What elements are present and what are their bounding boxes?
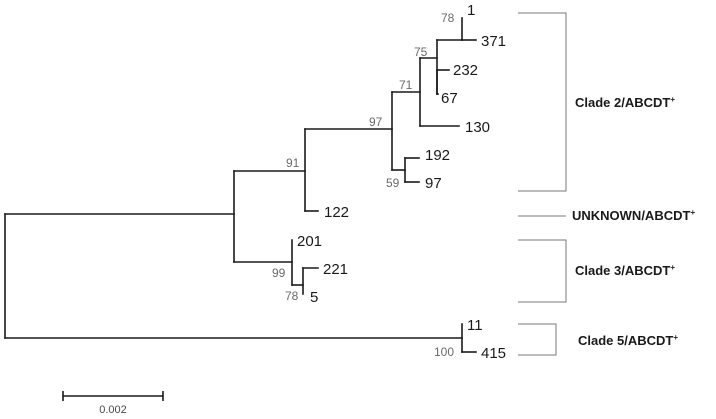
bootstrap-value: 100 xyxy=(434,345,454,359)
scale-bar-label: 0.002 xyxy=(99,404,127,416)
leaf-label-371: 371 xyxy=(481,33,506,50)
clade-label-5: Clade 5/ABCDT+ xyxy=(578,333,678,348)
leaf-label-221: 221 xyxy=(323,261,348,278)
leaf-label-201: 201 xyxy=(297,233,322,250)
clade-label-unknown: UNKNOWN/ABCDT+ xyxy=(572,208,695,223)
leaf-label-192: 192 xyxy=(425,147,450,164)
bootstrap-value: 78 xyxy=(441,11,455,25)
leaf-label-97: 97 xyxy=(425,175,442,192)
bootstrap-value: 91 xyxy=(286,156,300,170)
leaf-label-1: 1 xyxy=(467,2,475,19)
bootstrap-value: 59 xyxy=(386,176,400,190)
clade-label-2: Clade 2/ABCDT+ xyxy=(575,95,675,110)
bootstrap-value: 75 xyxy=(414,45,428,59)
tree-branches xyxy=(4,17,477,353)
clade-bracket-3 xyxy=(518,239,567,303)
clade-brackets xyxy=(518,12,567,356)
leaf-label-11: 11 xyxy=(467,317,483,334)
clade-label-3: Clade 3/ABCDT+ xyxy=(575,263,675,278)
leaf-label-415: 415 xyxy=(481,345,506,362)
leaf-label-122: 122 xyxy=(324,204,349,221)
bootstrap-value: 97 xyxy=(369,115,383,129)
leaf-label-232: 232 xyxy=(453,62,478,79)
scale-bar-line xyxy=(62,391,164,401)
leaf-label-67: 67 xyxy=(441,90,458,107)
leaf-label-130: 130 xyxy=(465,119,490,136)
scale-bar: 0.002 xyxy=(62,391,164,416)
bootstrap-values: 78 75 71 97 91 59 99 78 100 xyxy=(272,11,455,359)
leaf-labels: 1 371 232 67 130 192 97 122 201 221 5 11… xyxy=(297,2,506,362)
clade-bracket-5 xyxy=(518,323,557,356)
clade-labels: Clade 2/ABCDT+ UNKNOWN/ABCDT+ Clade 3/AB… xyxy=(572,95,695,348)
leaf-label-5: 5 xyxy=(310,289,318,306)
bootstrap-value: 99 xyxy=(272,266,286,280)
bootstrap-value: 71 xyxy=(399,78,413,92)
bootstrap-value: 78 xyxy=(285,289,299,303)
clade-bracket-2 xyxy=(518,12,567,192)
